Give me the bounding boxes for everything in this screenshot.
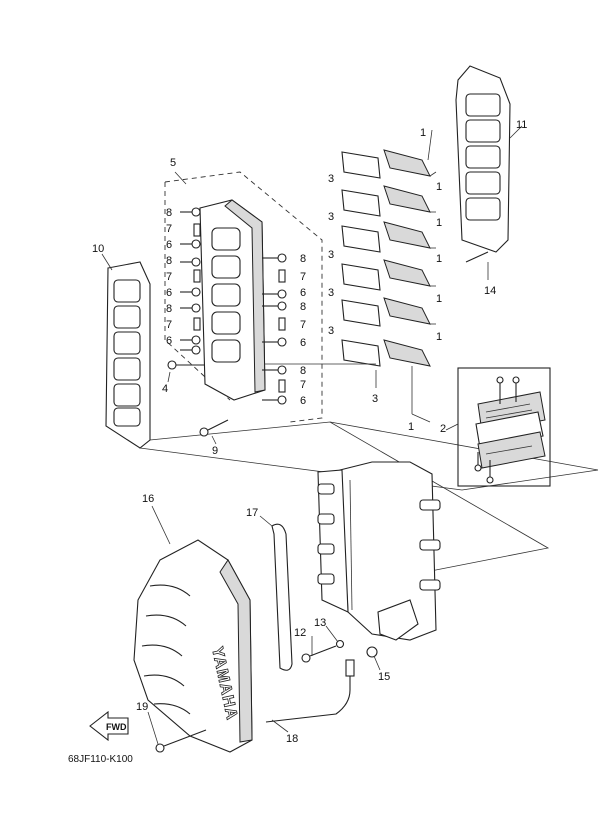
- callout-14: 14: [484, 285, 496, 297]
- reed-valve-assemblies-1: [383, 149, 431, 367]
- callout-9: 9: [212, 445, 218, 457]
- callout-6-c: 6: [166, 335, 172, 347]
- callout-8-f: 8: [300, 365, 306, 377]
- washer-13: [335, 639, 345, 649]
- forward-arrow-label: FWD: [106, 722, 127, 732]
- bolt-19: [155, 729, 207, 753]
- callout-7-e: 7: [300, 319, 306, 331]
- callout-15: 15: [378, 671, 390, 683]
- callout-6-e: 6: [300, 337, 306, 349]
- callout-6-b: 6: [166, 287, 172, 299]
- hose-18: [265, 659, 355, 723]
- callout-19: 19: [136, 701, 148, 713]
- gasket-11-ports: [465, 93, 501, 221]
- bolt-4: [167, 360, 205, 370]
- callout-2: 2: [440, 423, 446, 435]
- reed-gaskets-3: [341, 151, 381, 367]
- callout-7-f: 7: [300, 379, 306, 391]
- gasket-11: [455, 65, 511, 253]
- inset-reed-assembly: [474, 376, 546, 484]
- fitting-left-2: [180, 239, 201, 249]
- callout-8-e: 8: [300, 301, 306, 313]
- callout-8-c: 8: [166, 303, 172, 315]
- callout-3-e: 3: [328, 325, 334, 337]
- callout-7-c: 7: [166, 319, 172, 331]
- bolt-9: [199, 419, 229, 437]
- fitting-left-6: [180, 335, 201, 345]
- fitting-left-5: [180, 303, 201, 313]
- callout-1-b: 1: [436, 181, 442, 193]
- gasket-10: [105, 261, 151, 449]
- callout-18: 18: [286, 733, 298, 745]
- gasket-17-seal: [271, 523, 293, 671]
- crankcase-bosses: [317, 483, 441, 591]
- callout-6-f: 6: [300, 395, 306, 407]
- callout-1-e: 1: [436, 293, 442, 305]
- callout-1-f: 1: [436, 331, 442, 343]
- callout-3-b: 3: [328, 211, 334, 223]
- callout-8-a: 8: [166, 207, 172, 219]
- fitting-left-1: [180, 207, 201, 217]
- callout-7-b: 7: [166, 271, 172, 283]
- nut-15: [366, 646, 378, 658]
- callout-3-a: 3: [328, 173, 334, 185]
- callout-1-g: 1: [408, 421, 414, 433]
- reed-valve-plate: [199, 199, 266, 401]
- callout-4: 4: [162, 383, 168, 395]
- stud-bolt-14: [465, 251, 489, 263]
- callout-12: 12: [294, 627, 306, 639]
- bolt-12: [301, 645, 337, 663]
- intake-cover-ribs: [141, 584, 191, 715]
- callout-1-c: 1: [436, 217, 442, 229]
- callout-6-d: 6: [300, 287, 306, 299]
- crankcase-block: [317, 461, 441, 641]
- callout-16: 16: [142, 493, 154, 505]
- callout-17: 17: [246, 507, 258, 519]
- callout-11: 11: [516, 119, 527, 131]
- callout-8-d: 8: [300, 253, 306, 265]
- left-fittings: [180, 207, 201, 355]
- intake-cover-16: YAMAHA: [133, 539, 253, 753]
- gasket-10-ports: [113, 279, 141, 427]
- callout-3-f: 3: [372, 393, 378, 405]
- callout-13: 13: [314, 617, 326, 629]
- callout-7-a: 7: [166, 223, 172, 235]
- callout-1-a: 1: [420, 127, 426, 139]
- forward-arrow-icon: FWD: [89, 710, 129, 742]
- callouts: 5 10 11 14 1 1 1 1 1 1 1 2 3 3 3 3 3 3 8…: [92, 119, 527, 745]
- callout-8-b: 8: [166, 255, 172, 267]
- diagram-part-code: 68JF110-K100: [68, 754, 133, 765]
- callout-3-d: 3: [328, 287, 334, 299]
- reed-valve-inset-box: [457, 367, 551, 487]
- callout-3-c: 3: [328, 249, 334, 261]
- callout-6-a: 6: [166, 239, 172, 251]
- fitting-left-3: [180, 257, 201, 267]
- reed-plate-ports: [211, 227, 241, 363]
- right-fittings: [262, 253, 287, 405]
- fitting-left-7: [180, 345, 201, 355]
- callout-5: 5: [170, 157, 176, 169]
- fitting-left-4: [180, 287, 201, 297]
- callout-7-d: 7: [300, 271, 306, 283]
- leader-lines: [101, 125, 523, 745]
- callout-1-d: 1: [436, 253, 442, 265]
- callout-10: 10: [92, 243, 104, 255]
